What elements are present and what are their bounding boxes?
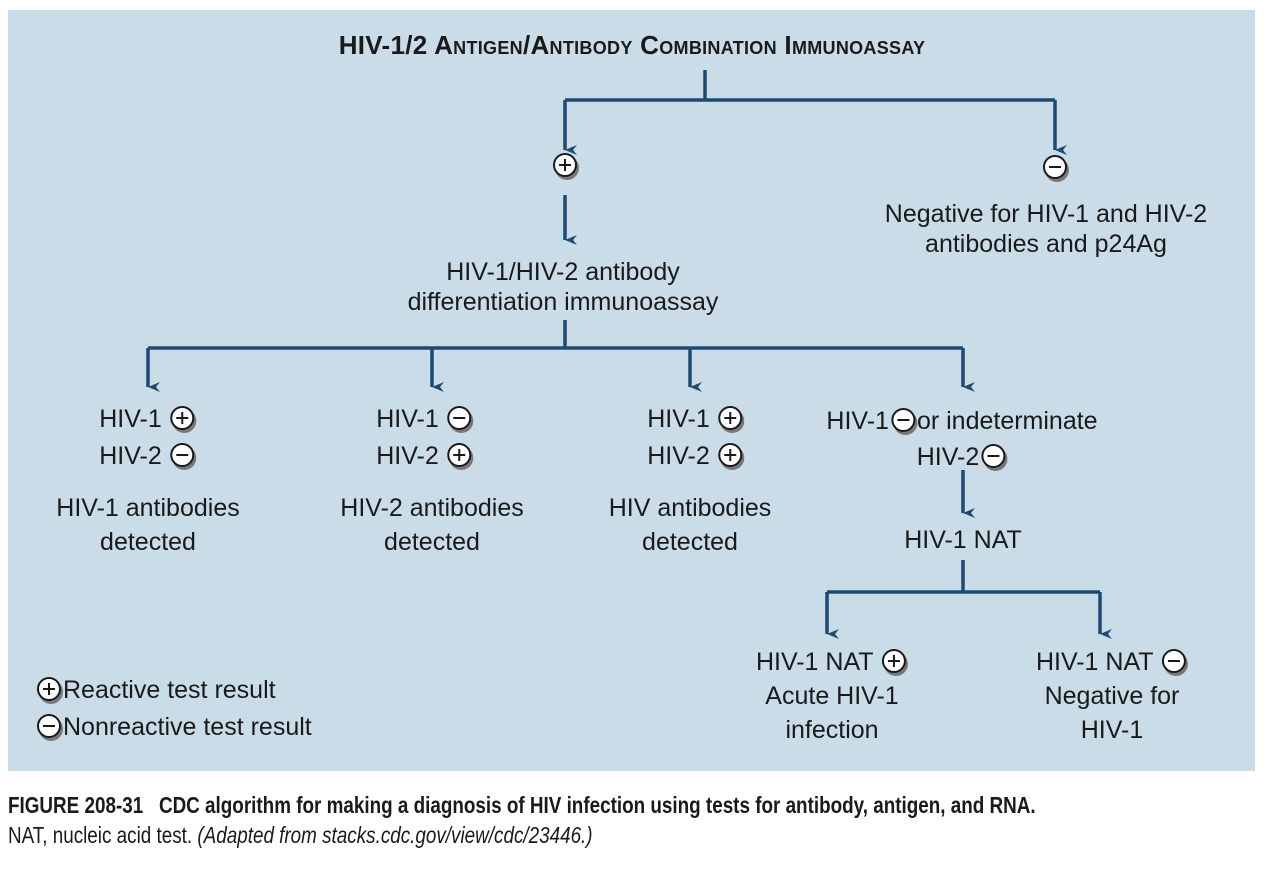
nat-positive: HIV-1 NAT Acute HIV-1 infection bbox=[756, 645, 908, 747]
diff-line2: differentiation immunoassay bbox=[407, 288, 719, 316]
legend-label: Nonreactive test result bbox=[63, 713, 312, 741]
hiv2-label: HIV-2 bbox=[376, 442, 439, 470]
plus-circle-icon bbox=[882, 649, 907, 673]
figure-number: FIGURE 208-31 bbox=[8, 792, 144, 818]
result-line1: HIV-1 antibodies bbox=[56, 494, 240, 522]
plus-circle-icon bbox=[447, 443, 472, 467]
or-indeterminate: or indeterminate bbox=[916, 407, 1098, 435]
diagram-title: HIV-1/2 Antigen/Antibody Combination Imm… bbox=[338, 30, 926, 60]
result-line1: HIV antibodies bbox=[608, 494, 772, 522]
nat-label: HIV-1 NAT bbox=[755, 648, 874, 676]
column-1-result: HIV-1 antibodies detected bbox=[56, 491, 239, 559]
column-2-result: HIV-2 antibodies detected bbox=[340, 491, 523, 559]
hiv2-label: HIV-2 bbox=[99, 442, 162, 470]
result-line2: HIV-1 bbox=[1080, 716, 1144, 744]
nat-test: HIV-1 NAT bbox=[904, 526, 1022, 554]
plus-circle-icon bbox=[551, 151, 579, 181]
column-2: HIV-1 HIV-2 bbox=[376, 401, 473, 475]
figure-caption: FIGURE 208-31 CDC algorithm for making a… bbox=[8, 792, 1036, 819]
result-line2: detected bbox=[642, 528, 738, 556]
minus-circle-icon bbox=[1162, 649, 1187, 673]
hiv1-label: HIV-1 bbox=[376, 405, 439, 433]
hiv2-label: HIV-2 bbox=[916, 443, 980, 471]
plus-circle-icon bbox=[170, 406, 195, 430]
plus-circle-icon bbox=[718, 406, 743, 430]
minus-circle-icon bbox=[981, 444, 1006, 468]
result-line2: detected bbox=[384, 528, 480, 556]
diff-line1: HIV-1/HIV-2 antibody bbox=[446, 258, 680, 286]
hiv1-label: HIV-1 bbox=[647, 405, 710, 433]
nat-label: HIV-1 NAT bbox=[1035, 648, 1154, 676]
minus-circle-icon bbox=[1041, 153, 1069, 183]
minus-circle-icon bbox=[37, 714, 61, 738]
negative-line1: Negative for HIV-1 and HIV-2 bbox=[884, 200, 1208, 228]
hiv1-label: HIV-1 bbox=[99, 405, 162, 433]
result-line1: HIV-2 antibodies bbox=[340, 494, 524, 522]
column-3-result: HIV antibodies detected bbox=[609, 491, 772, 559]
legend-reactive: Reactive test result bbox=[35, 676, 276, 705]
column-3: HIV-1 HIV-2 bbox=[647, 401, 744, 475]
caption-text: CDC algorithm for making a diagnosis of … bbox=[158, 792, 1036, 818]
hiv2-label: HIV-2 bbox=[647, 442, 710, 470]
minus-circle-icon bbox=[447, 406, 472, 430]
legend-label: Reactive test result bbox=[63, 676, 276, 704]
hiv1-label: HIV-1 bbox=[826, 407, 889, 435]
diagram-panel bbox=[8, 10, 1255, 771]
result-line2: infection bbox=[785, 716, 879, 744]
legend-nonreactive: Nonreactive test result bbox=[35, 713, 312, 742]
minus-circle-icon bbox=[890, 408, 915, 432]
caption-note: NAT, nucleic acid test. (Adapted from st… bbox=[8, 822, 593, 849]
abbreviation-note: NAT, nucleic acid test. bbox=[8, 822, 193, 848]
column-1: HIV-1 HIV-2 bbox=[99, 401, 196, 475]
result-line1: Negative for bbox=[1044, 682, 1180, 710]
source-note: (Adapted from stacks.cdc.gov/view/cdc/23… bbox=[197, 822, 593, 848]
result-line1: Acute HIV-1 bbox=[765, 682, 899, 710]
result-line2: detected bbox=[100, 528, 196, 556]
negative-line2: antibodies and p24Ag bbox=[925, 230, 1167, 258]
plus-circle-icon bbox=[718, 443, 743, 467]
minus-circle-icon bbox=[170, 443, 195, 467]
plus-circle-icon bbox=[37, 677, 61, 701]
